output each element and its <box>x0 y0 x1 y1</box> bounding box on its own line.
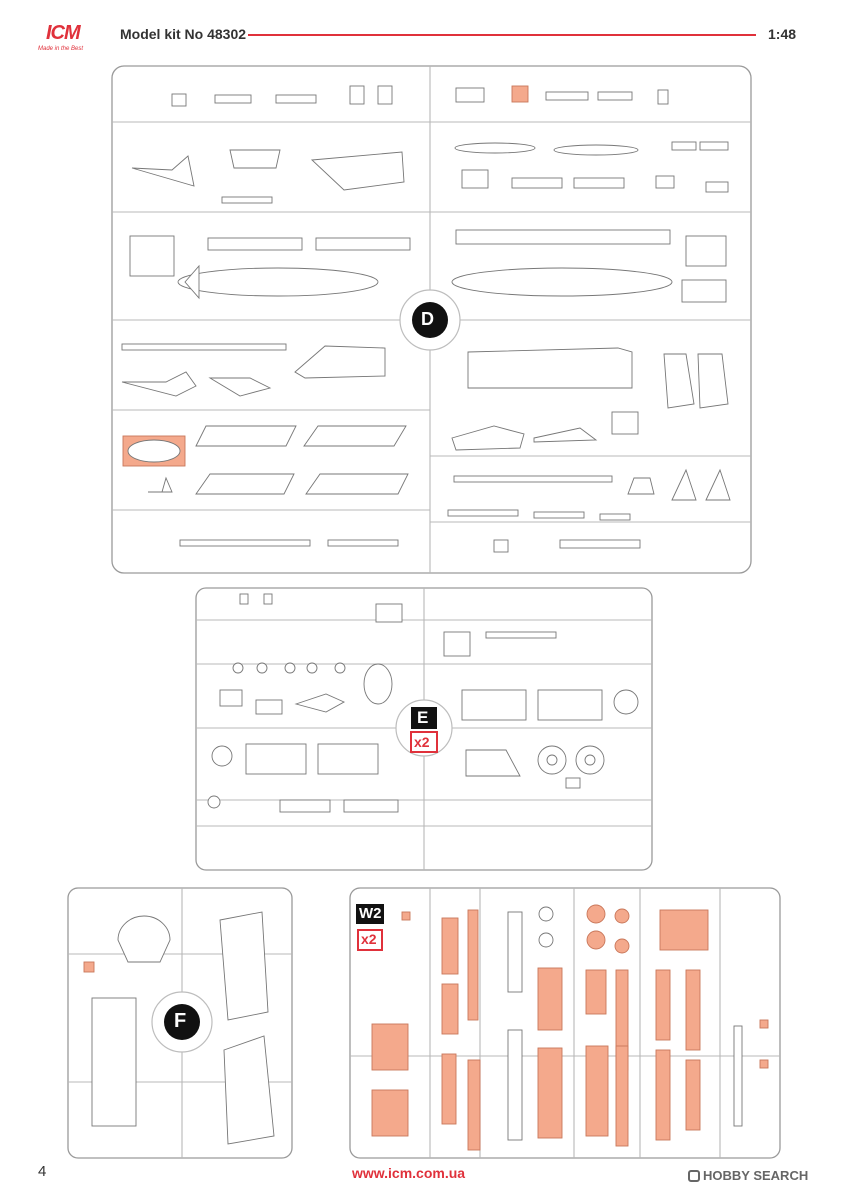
sprue-w2 <box>349 887 781 1159</box>
brand-name: ICM <box>46 22 81 44</box>
page-header: ICM Made in the Best Model kit No 48302 … <box>0 0 848 60</box>
sprue-w2-letter: W2 <box>359 905 382 922</box>
hobby-search-label: HOBBY SEARCH <box>703 1168 809 1183</box>
sprue-e-multiplier: x2 <box>414 734 430 750</box>
icm-logo: ICM Made in the Best <box>38 22 118 62</box>
sprue-d-letter: D <box>421 309 434 329</box>
header-rule <box>248 34 756 36</box>
brand-tagline: Made in the Best <box>38 46 84 52</box>
sprue-f <box>67 887 293 1159</box>
sprue-d <box>111 65 752 574</box>
hobby-search-watermark: HOBBY SEARCH <box>688 1168 808 1183</box>
kit-scale: 1:48 <box>768 26 797 42</box>
website-link[interactable]: www.icm.com.ua <box>352 1165 466 1181</box>
page-number: 4 <box>38 1163 47 1180</box>
sprue-w2-multiplier: x2 <box>361 931 377 947</box>
sprue-f-letter: F <box>174 1010 187 1032</box>
sprue-e <box>195 587 653 871</box>
hobby-search-icon <box>688 1170 700 1182</box>
sprue-e-letter: E <box>417 708 429 727</box>
kit-title: Model kit No 48302 <box>120 26 247 42</box>
